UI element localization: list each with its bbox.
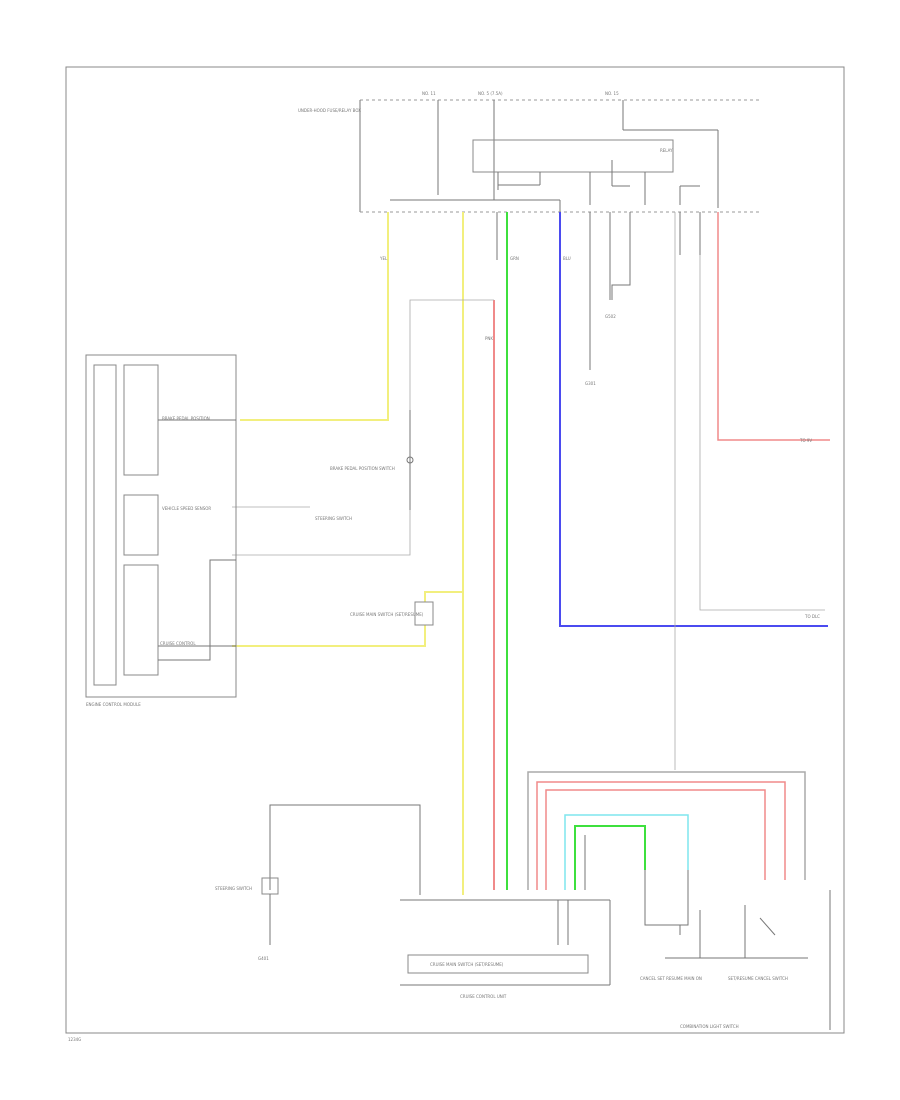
cruise-sub-label: CRUISE MAIN SWITCH (SET/RESUME) bbox=[350, 612, 424, 617]
relay-label: RELAY bbox=[660, 148, 673, 153]
cruise-sub-bottom: CRUISE MAIN SWITCH (SET/RESUME) bbox=[430, 962, 504, 967]
wire-tag-pink: PNK bbox=[485, 336, 493, 341]
thin-gray-wires bbox=[232, 212, 825, 770]
right-note-2: TO DLC bbox=[804, 614, 820, 619]
combo-switch bbox=[644, 870, 831, 1030]
right-note-1: TO 9V bbox=[799, 438, 812, 443]
fuse-box-label: UNDER-HOOD FUSE/RELAY BOX bbox=[298, 108, 361, 113]
combo-harness bbox=[527, 771, 806, 890]
switch-legend-2: SET/RESUME CANCEL SWITCH bbox=[728, 976, 788, 981]
switch-legend-1: CANCEL SET RESUME MAIN ON bbox=[640, 976, 702, 981]
combo-switch-label: COMBINATION LIGHT SWITCH bbox=[680, 1024, 739, 1029]
ecm-sub-1: VEHICLE SPEED SENSOR bbox=[162, 506, 211, 511]
steering-switch-label: STEERING SWITCH bbox=[215, 886, 252, 891]
ecm-sub-2: CRUISE CONTROL bbox=[160, 641, 196, 646]
ground-label-3: G401 bbox=[258, 956, 269, 961]
brake-switch-label: BRAKE PEDAL POSITION SWITCH bbox=[330, 466, 395, 471]
wire-tag-yellow: YEL bbox=[379, 256, 388, 261]
diagram-frame bbox=[65, 66, 845, 1034]
cruise-connector bbox=[414, 601, 434, 626]
connector-left-label: STEERING SWITCH bbox=[315, 516, 352, 521]
fuse-label-1: NO. 11 bbox=[422, 91, 436, 96]
yellow-wire bbox=[232, 212, 464, 895]
wire-tag-blue: BLU bbox=[563, 256, 571, 261]
green-pink-wires bbox=[493, 212, 508, 890]
ecm-sub-3: BRAKE PEDAL POSITION bbox=[162, 416, 210, 421]
diagram-code: 1234G bbox=[68, 1037, 81, 1042]
ground-label-1: G301 bbox=[585, 381, 596, 386]
right-pink-wire bbox=[717, 212, 830, 441]
wire-tag-green: GRN bbox=[510, 256, 519, 261]
ground-stubs bbox=[589, 212, 701, 370]
cruise-unit bbox=[400, 899, 611, 986]
ecm-block bbox=[85, 354, 237, 698]
cruise-unit-label: CRUISE CONTROL UNIT bbox=[460, 994, 507, 999]
fuse-bus bbox=[359, 99, 760, 213]
steering-switch bbox=[261, 804, 421, 945]
ecm-label: ENGINE CONTROL MODULE bbox=[86, 702, 141, 707]
ground-label-2: G502 bbox=[605, 314, 616, 319]
relay-box bbox=[472, 139, 674, 173]
brake-switch bbox=[406, 410, 414, 510]
blue-wire bbox=[559, 212, 828, 627]
fuse-label-3: NO. 15 bbox=[605, 91, 619, 96]
fuse-label-2: NO. 5 (7.5A) bbox=[478, 91, 503, 96]
